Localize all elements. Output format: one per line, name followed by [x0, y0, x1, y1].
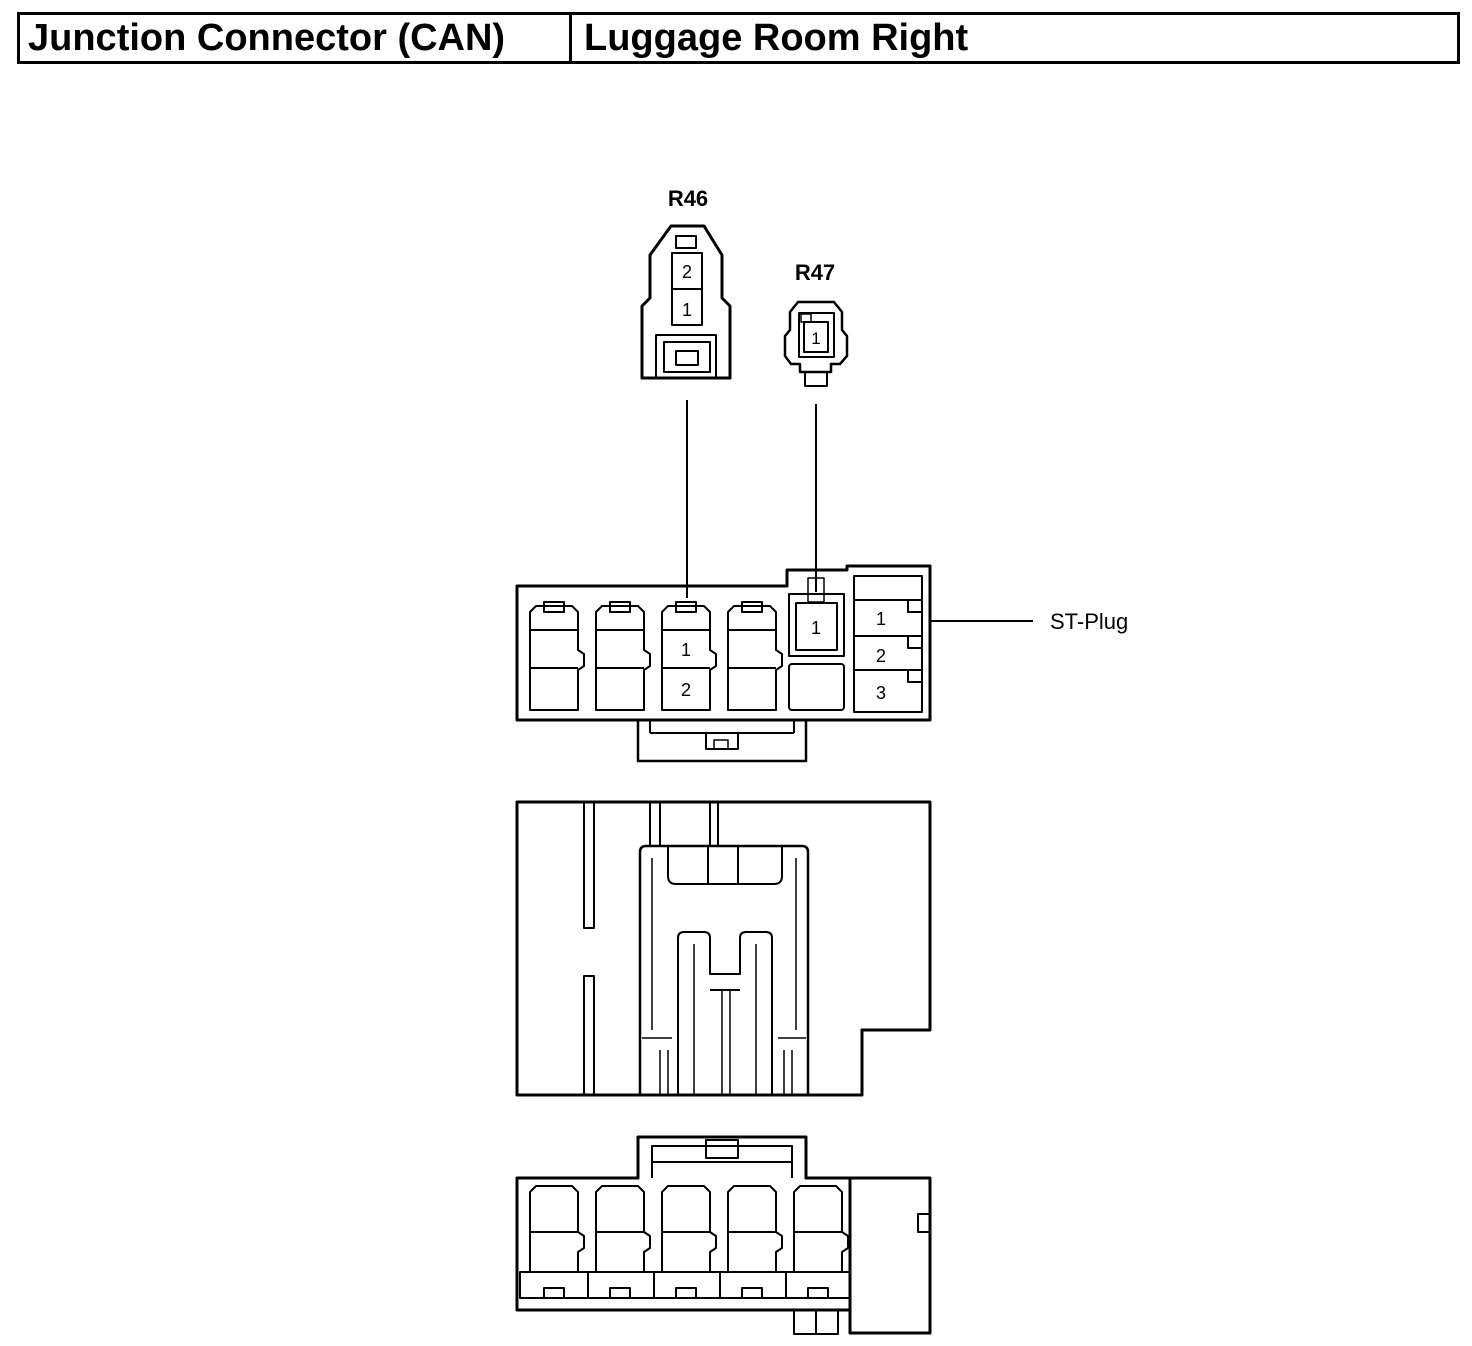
- title-bar: Junction Connector (CAN) Luggage Room Ri…: [17, 12, 1460, 64]
- junction-r46-pin-2: 2: [681, 680, 691, 700]
- junction-block-rear-view: [515, 1135, 932, 1335]
- r46-pin-2: 2: [682, 262, 692, 282]
- component-location: Luggage Room Right: [584, 16, 969, 59]
- r47-pin-1: 1: [811, 329, 820, 348]
- st-plug-pin-2: 2: [876, 646, 886, 666]
- r46-label: R46: [668, 186, 708, 211]
- st-plug-pin-1: 1: [876, 609, 886, 629]
- r46-connector: [640, 224, 732, 380]
- junction-r47-pin-1: 1: [811, 618, 821, 638]
- junction-block-side-view: [515, 800, 932, 1097]
- junction-r46-pin-1: 1: [681, 640, 691, 660]
- r47-label: R47: [795, 260, 835, 285]
- r46-pin-1: 1: [682, 300, 692, 320]
- junction-block: [515, 564, 932, 763]
- r47-connector: [783, 300, 849, 387]
- component-name: Junction Connector (CAN): [20, 15, 572, 61]
- st-plug-pin-3: 3: [876, 683, 886, 703]
- st-plug-label: ST-Plug: [1050, 609, 1128, 634]
